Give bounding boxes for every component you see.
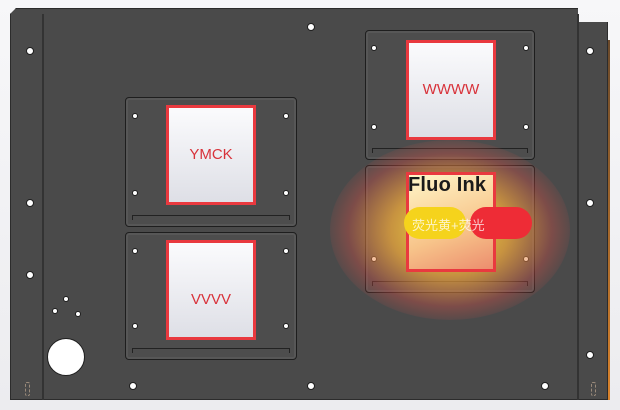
module-hole xyxy=(132,113,138,119)
fluo-yellow-swatch xyxy=(404,207,466,239)
module-hole xyxy=(132,323,138,329)
ink-window-vvvv: VVVV xyxy=(166,240,256,340)
module-hole xyxy=(283,323,289,329)
ink-window-label: VVVV xyxy=(190,291,232,308)
module-hole xyxy=(523,124,529,130)
module-hole xyxy=(283,113,289,119)
fluo-red-swatch xyxy=(470,207,532,239)
left-rail-line xyxy=(42,14,44,400)
mount-hole xyxy=(586,351,594,359)
mount-hole xyxy=(129,382,137,390)
module-hole xyxy=(283,190,289,196)
mount-hole xyxy=(307,382,315,390)
module-hole xyxy=(132,248,138,254)
mount-hole xyxy=(586,199,594,207)
small-hole xyxy=(75,311,81,317)
mount-hole xyxy=(26,271,34,279)
module-hole xyxy=(371,124,377,130)
small-hole xyxy=(52,308,58,314)
mount-hole xyxy=(307,23,315,31)
right-rail-line xyxy=(577,14,579,400)
plate-edge-highlight xyxy=(608,40,610,400)
ink-window-label: WWWW xyxy=(422,81,480,98)
mount-hole xyxy=(26,47,34,55)
ink-window-label: YMCK xyxy=(189,146,233,163)
module-hole xyxy=(371,45,377,51)
mount-hole xyxy=(26,199,34,207)
mount-hole xyxy=(541,382,549,390)
ink-window-wwww: WWWW xyxy=(406,40,496,140)
mount-hole xyxy=(586,47,594,55)
ink-window-ymck: YMCK xyxy=(166,105,256,205)
module-hole xyxy=(283,248,289,254)
module-hole xyxy=(132,190,138,196)
module-hole xyxy=(523,45,529,51)
slot-cutout xyxy=(25,382,30,396)
large-round-hole xyxy=(47,338,85,376)
small-hole xyxy=(63,296,69,302)
fluo-pill-text: 荧光黄+荧光 xyxy=(412,218,485,233)
slot-cutout xyxy=(591,382,596,396)
fluo-ink-title: Fluo Ink xyxy=(408,174,487,196)
